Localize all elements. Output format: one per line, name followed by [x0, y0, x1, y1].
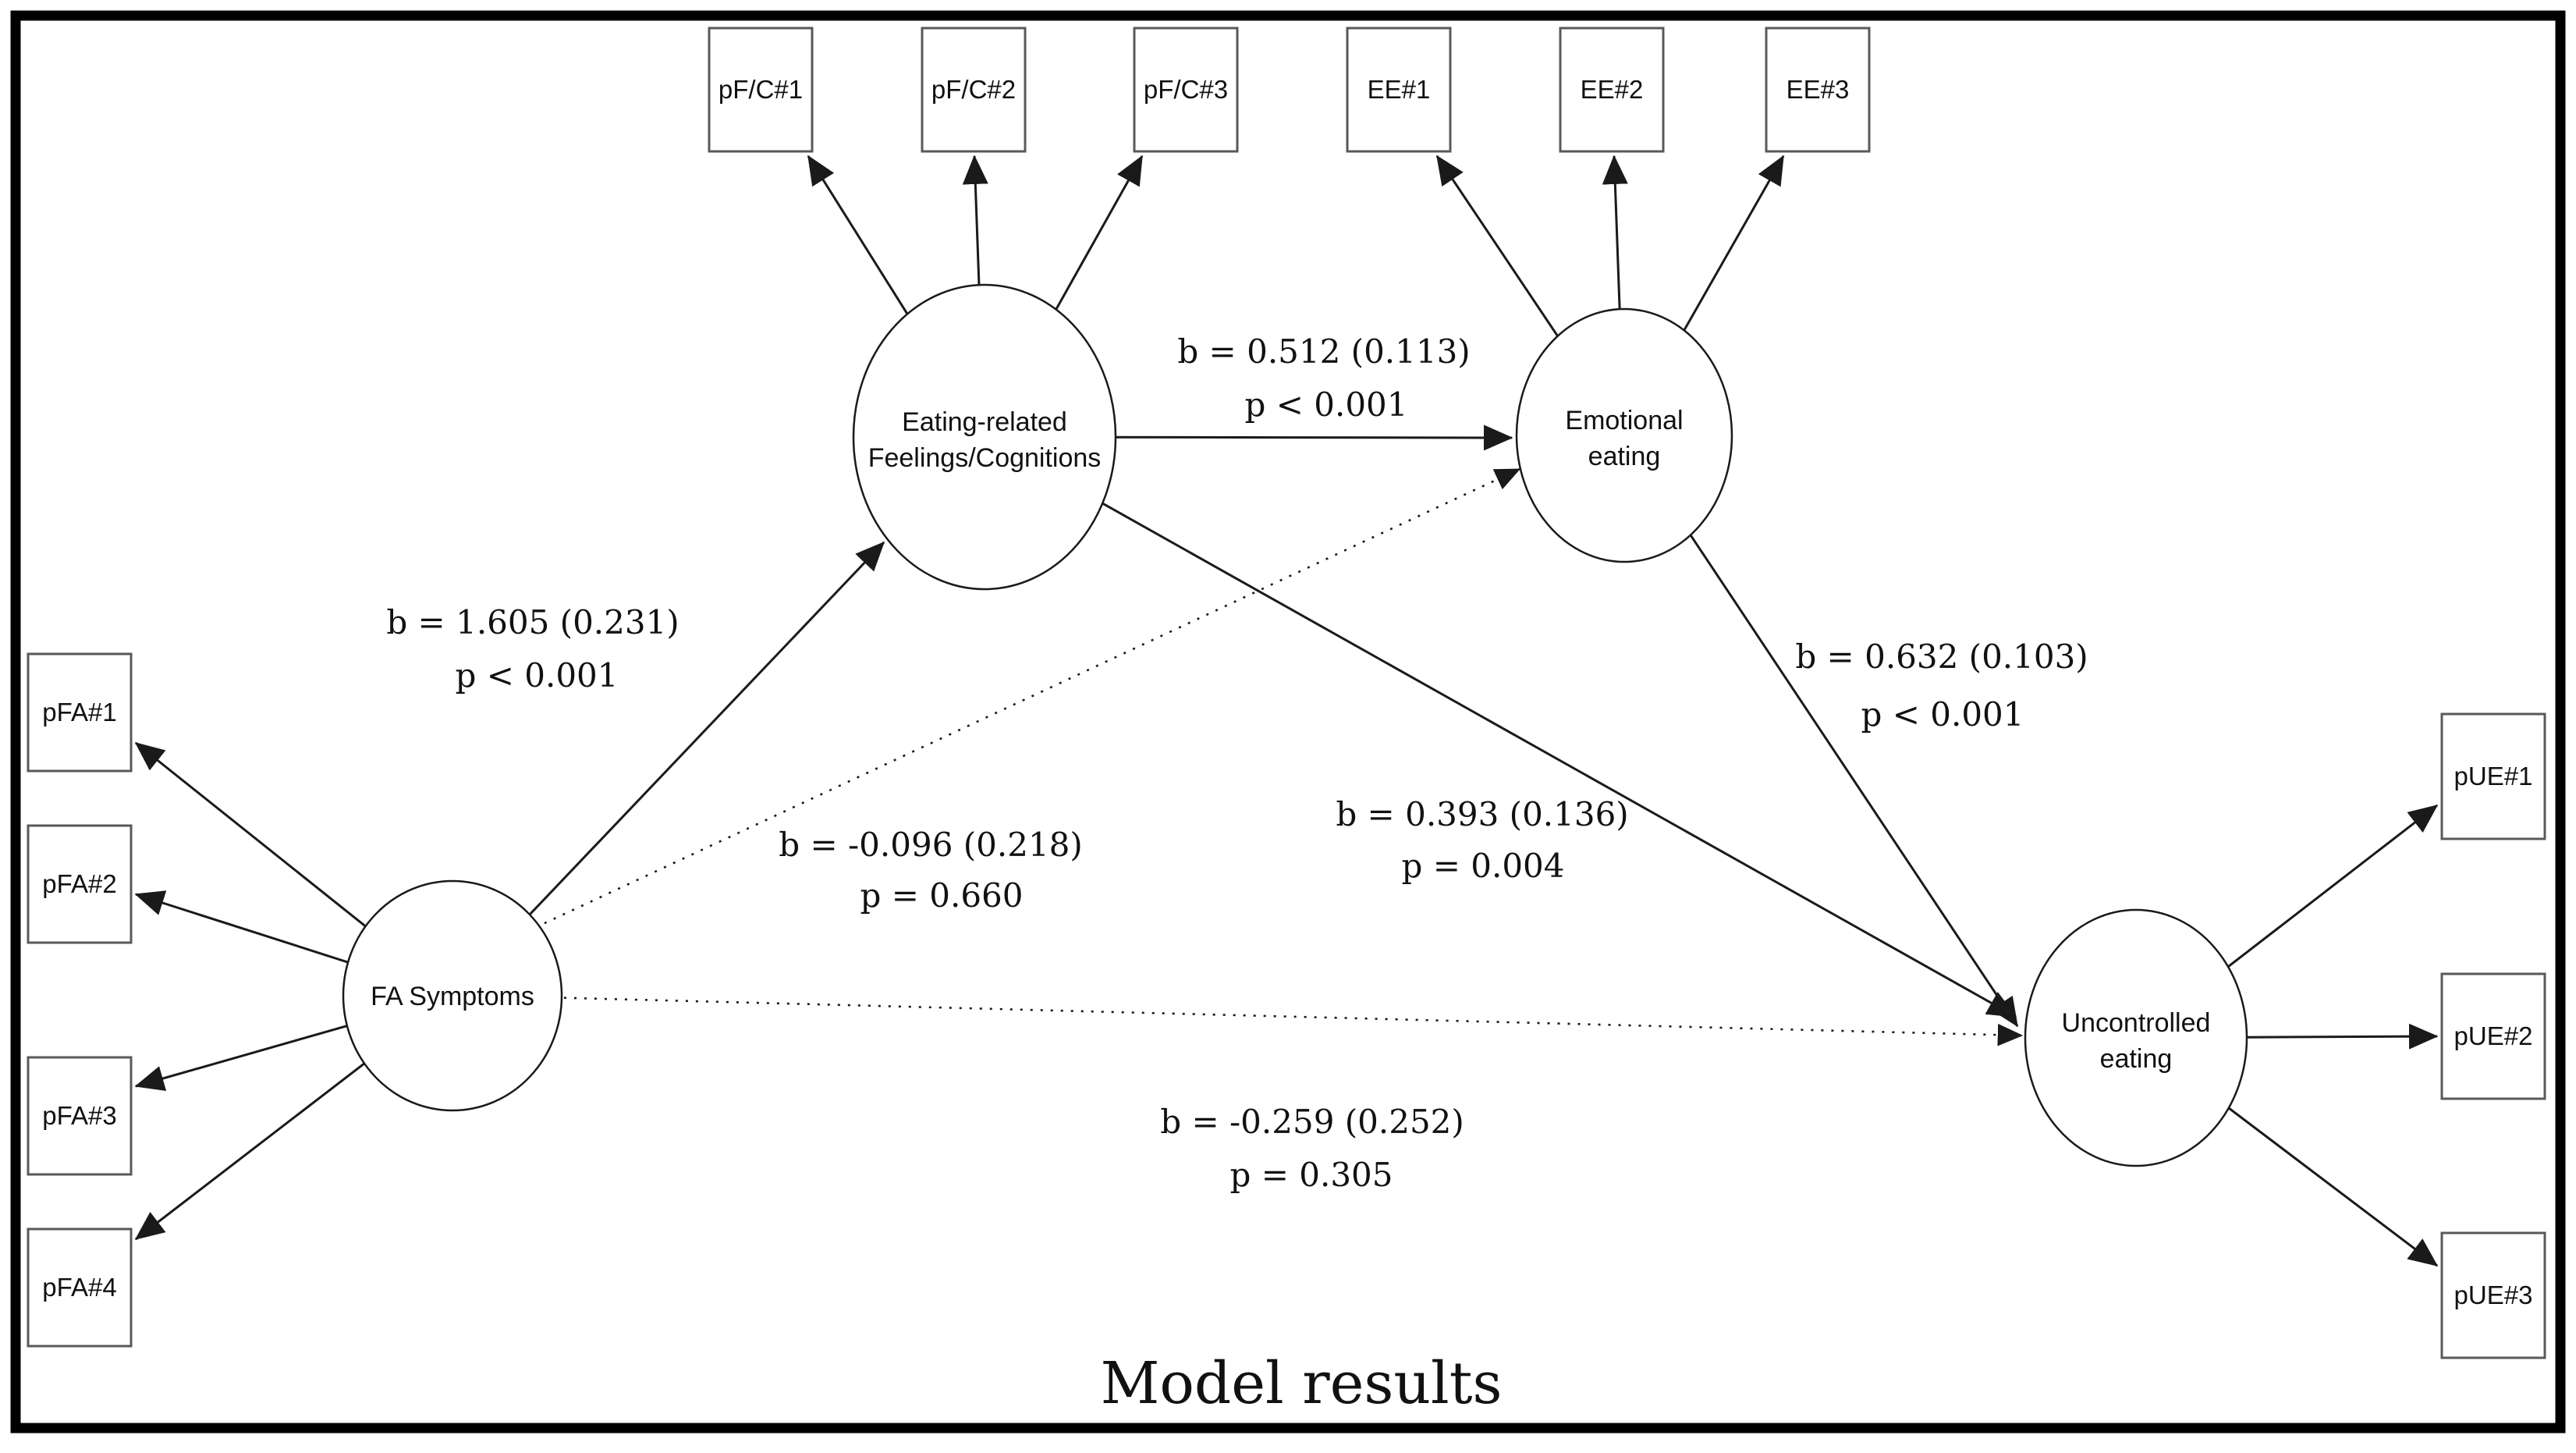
diagram-frame [10, 10, 2566, 1433]
latent-label-erfc-line1: Eating-related [902, 407, 1067, 437]
indicator-box-pfa2 [27, 824, 133, 944]
coef-erfc-ue-b: b = 0.393 (0.136) [1336, 795, 1628, 833]
indicator-label-pfa4: pFA#4 [42, 1273, 116, 1302]
indicator-label-pue2: pUE#2 [2454, 1021, 2533, 1050]
indicator-label-pfc3: pF/C#3 [1144, 75, 1228, 104]
indicator-box-ee2 [1559, 27, 1665, 153]
coef-erfc-ee-b: b = 0.512 (0.113) [1177, 332, 1470, 371]
path-fa-to-ee-dotted [452, 467, 1521, 968]
indicator-label-pue1: pUE#1 [2454, 762, 2533, 790]
indicator-box-pue1 [2440, 712, 2546, 840]
coef-fa-ee-p: p = 0.660 [860, 876, 1023, 915]
indicator-box-ee1 [1346, 27, 1452, 153]
indicator-box-pfa4 [27, 1227, 133, 1348]
indicator-box-pue3 [2440, 1231, 2546, 1359]
indicator-label-pfc2: pF/C#2 [931, 75, 1016, 104]
latent-node-uncontrolled-eating [2024, 908, 2248, 1167]
indicator-box-pfc1 [708, 27, 814, 153]
indicator-label-pue3: pUE#3 [2454, 1281, 2533, 1309]
latent-node-eating-related-feelings-cognitions [852, 283, 1117, 591]
diagram-title: Model results [1101, 1350, 1503, 1417]
coef-fa-erfc-b: b = 1.605 (0.231) [386, 603, 679, 641]
latent-label-ee-line2: eating [1588, 442, 1661, 471]
latent-label-ee-line1: Emotional [1565, 406, 1683, 435]
coef-ee-ue-b: b = 0.632 (0.103) [1795, 638, 2088, 676]
latent-label-erfc-line2: Feelings/Cognitions [868, 443, 1102, 473]
path-erfc-to-ue [984, 435, 2017, 1018]
indicator-box-pue2 [2440, 972, 2546, 1100]
indicator-box-pfc2 [921, 27, 1027, 153]
indicator-box-pfc3 [1133, 27, 1239, 153]
latent-label-ue-line1: Uncontrolled [2062, 1008, 2211, 1038]
coef-erfc-ue-p: p = 0.004 [1401, 847, 1564, 885]
coef-fa-ee-b: b = -0.096 (0.218) [779, 826, 1083, 864]
coef-erfc-ee-p: p < 0.001 [1244, 385, 1407, 424]
indicator-label-ee1: EE#1 [1368, 75, 1431, 104]
indicator-label-pfc1: pF/C#1 [719, 75, 803, 104]
coef-fa-ue-b: b = -0.259 (0.252) [1160, 1103, 1464, 1141]
indicator-label-ee3: EE#3 [1787, 75, 1850, 104]
indicator-label-pfa3: pFA#3 [42, 1101, 116, 1130]
coef-fa-ue-p: p = 0.305 [1229, 1156, 1393, 1194]
path-fa-to-ue-dotted [452, 993, 2024, 1046]
latent-node-emotional-eating [1515, 307, 1733, 563]
indicator-label-pfa1: pFA#1 [42, 698, 116, 726]
indicator-label-pfa2: pFA#2 [42, 869, 116, 898]
indicator-box-pfa1 [27, 652, 133, 773]
latent-label-ue-line2: eating [2100, 1044, 2173, 1074]
latent-node-fa-symptoms [342, 879, 563, 1112]
coef-ee-ue-p: p < 0.001 [1861, 695, 2024, 734]
indicator-box-ee3 [1765, 27, 1871, 153]
latent-label-fa: FA Symptoms [371, 982, 534, 1011]
coef-fa-erfc-p: p < 0.001 [455, 656, 618, 695]
indicator-label-ee2: EE#2 [1581, 75, 1644, 104]
indicator-box-pfa3 [27, 1056, 133, 1176]
